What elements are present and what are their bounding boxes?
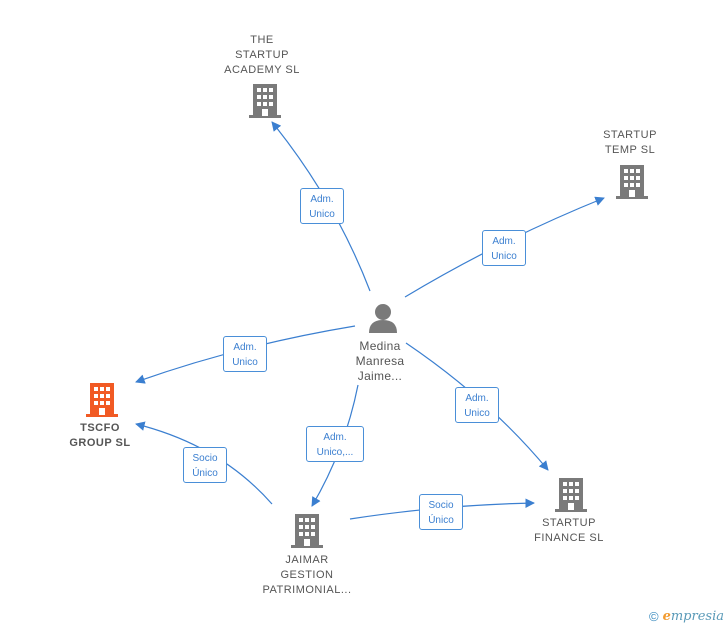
edge-label-to-finance[interactable]: Adm. Unico <box>455 387 499 423</box>
building-icon[interactable] <box>555 478 587 517</box>
node-label-the-startup-academy[interactable]: THE STARTUP ACADEMY SL <box>224 34 300 76</box>
person-icon[interactable] <box>367 303 399 338</box>
copyright-symbol: © <box>648 609 659 624</box>
building-icon[interactable] <box>86 383 118 422</box>
node-label-startup-finance[interactable]: STARTUP FINANCE SL <box>534 517 604 544</box>
node-label-startup-temp[interactable]: STARTUP TEMP SL <box>603 129 657 156</box>
edge-label-to-tscfo[interactable]: Adm. Unico <box>223 336 267 372</box>
edge-label-to-academy[interactable]: Adm. Unico <box>300 188 344 224</box>
building-icon[interactable] <box>249 84 281 123</box>
edge-label-to-jaimar[interactable]: Adm. Unico,... <box>306 426 364 462</box>
edge-label-to-temp[interactable]: Adm. Unico <box>482 230 526 266</box>
edge-label-jaimar-to-finance[interactable]: Socio Único <box>419 494 463 530</box>
node-label-tscfo-group[interactable]: TSCFO GROUP SL <box>69 422 131 449</box>
node-label-medina-manresa[interactable]: Medina Manresa Jaime... <box>355 339 405 383</box>
building-icon[interactable] <box>616 165 648 204</box>
footer-brand: © empresia <box>649 609 724 624</box>
empresia-logo[interactable]: empresia <box>662 609 724 624</box>
node-label-jaimar-gestion[interactable]: JAIMAR GESTION PATRIMONIAL... <box>262 554 352 596</box>
building-icon[interactable] <box>291 514 323 553</box>
edge-label-jaimar-to-tscfo[interactable]: Socio Único <box>183 447 227 483</box>
